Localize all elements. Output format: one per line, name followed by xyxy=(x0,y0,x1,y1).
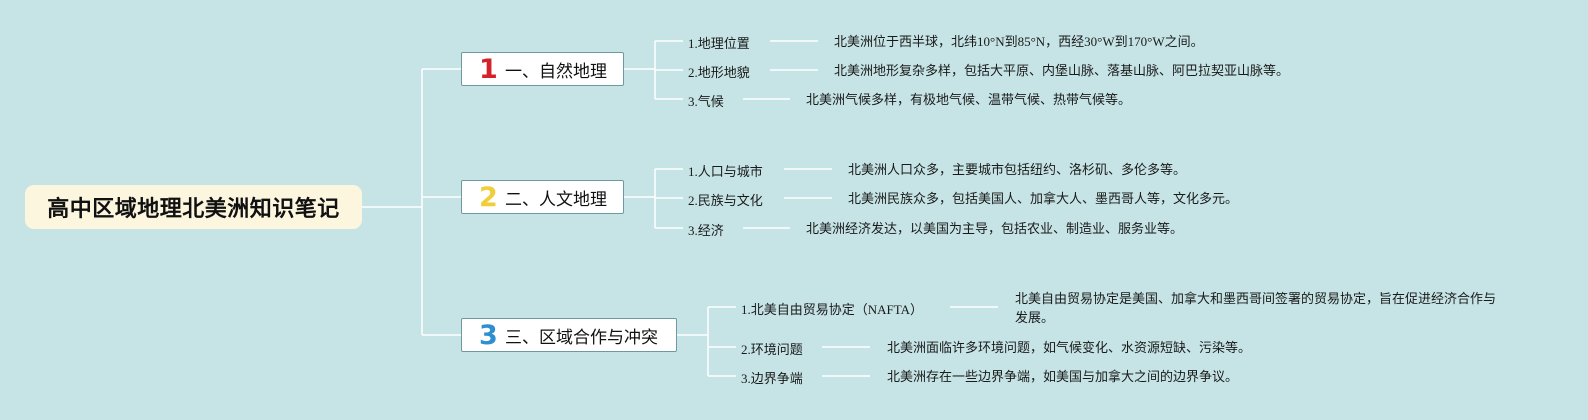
branch-human-geography: 2 二、人文地理 xyxy=(461,180,624,214)
subtopic-nafta: 1.北美自由贸易协定（NAFTA） xyxy=(741,302,924,317)
branch-natural-geography: 1 一、自然地理 xyxy=(461,52,624,86)
note-nafta: 北美自由贸易协定是美国、加拿大和墨西哥间签署的贸易协定，旨在促进经济合作与发展。 xyxy=(1015,291,1497,325)
subtopic-ethnicity: 2.民族与文化 xyxy=(688,193,763,208)
note-economy: 北美洲经济发达，以美国为主导，包括农业、制造业、服务业等。 xyxy=(806,221,1184,236)
branch-number-3: 3 xyxy=(479,319,498,351)
subtopic-environment: 2.环境问题 xyxy=(741,342,803,357)
subtopic-climate: 3.气候 xyxy=(688,94,724,109)
branch-label: 二、人文地理 xyxy=(505,189,607,210)
subtopic-population: 1.人口与城市 xyxy=(688,164,763,179)
note-terrain: 北美洲地形复杂多样，包括大平原、内堡山脉、落基山脉、阿巴拉契亚山脉等。 xyxy=(834,63,1290,78)
root-title: 高中区域地理北美洲知识笔记 xyxy=(47,197,340,222)
branch-label: 三、区域合作与冲突 xyxy=(505,327,658,348)
branch-number-2: 2 xyxy=(479,181,498,213)
subtopic-economy: 3.经济 xyxy=(688,223,724,238)
branch-label: 一、自然地理 xyxy=(505,61,607,82)
root-topic: 高中区域地理北美洲知识笔记 xyxy=(25,185,362,229)
branch-cooperation-conflict: 3 三、区域合作与冲突 xyxy=(461,318,677,352)
subtopic-border-disputes: 3.边界争端 xyxy=(741,371,803,386)
note-ethnicity: 北美洲民族众多，包括美国人、加拿大人、墨西哥人等，文化多元。 xyxy=(848,191,1239,206)
subtopic-terrain: 2.地形地貌 xyxy=(688,65,750,80)
branch-number-1: 1 xyxy=(479,53,498,85)
note-climate: 北美洲气候多样，有极地气候、温带气候、热带气候等。 xyxy=(806,92,1132,107)
subtopic-location: 1.地理位置 xyxy=(688,36,750,51)
note-border-disputes: 北美洲存在一些边界争端，如美国与加拿大之间的边界争议。 xyxy=(887,369,1239,384)
note-environment: 北美洲面临许多环境问题，如气候变化、水资源短缺、污染等。 xyxy=(887,340,1252,355)
note-population: 北美洲人口众多，主要城市包括纽约、洛杉矶、多伦多等。 xyxy=(848,162,1187,177)
note-location: 北美洲位于西半球，北纬10°N到85°N，西经30°W到170°W之间。 xyxy=(834,34,1204,49)
